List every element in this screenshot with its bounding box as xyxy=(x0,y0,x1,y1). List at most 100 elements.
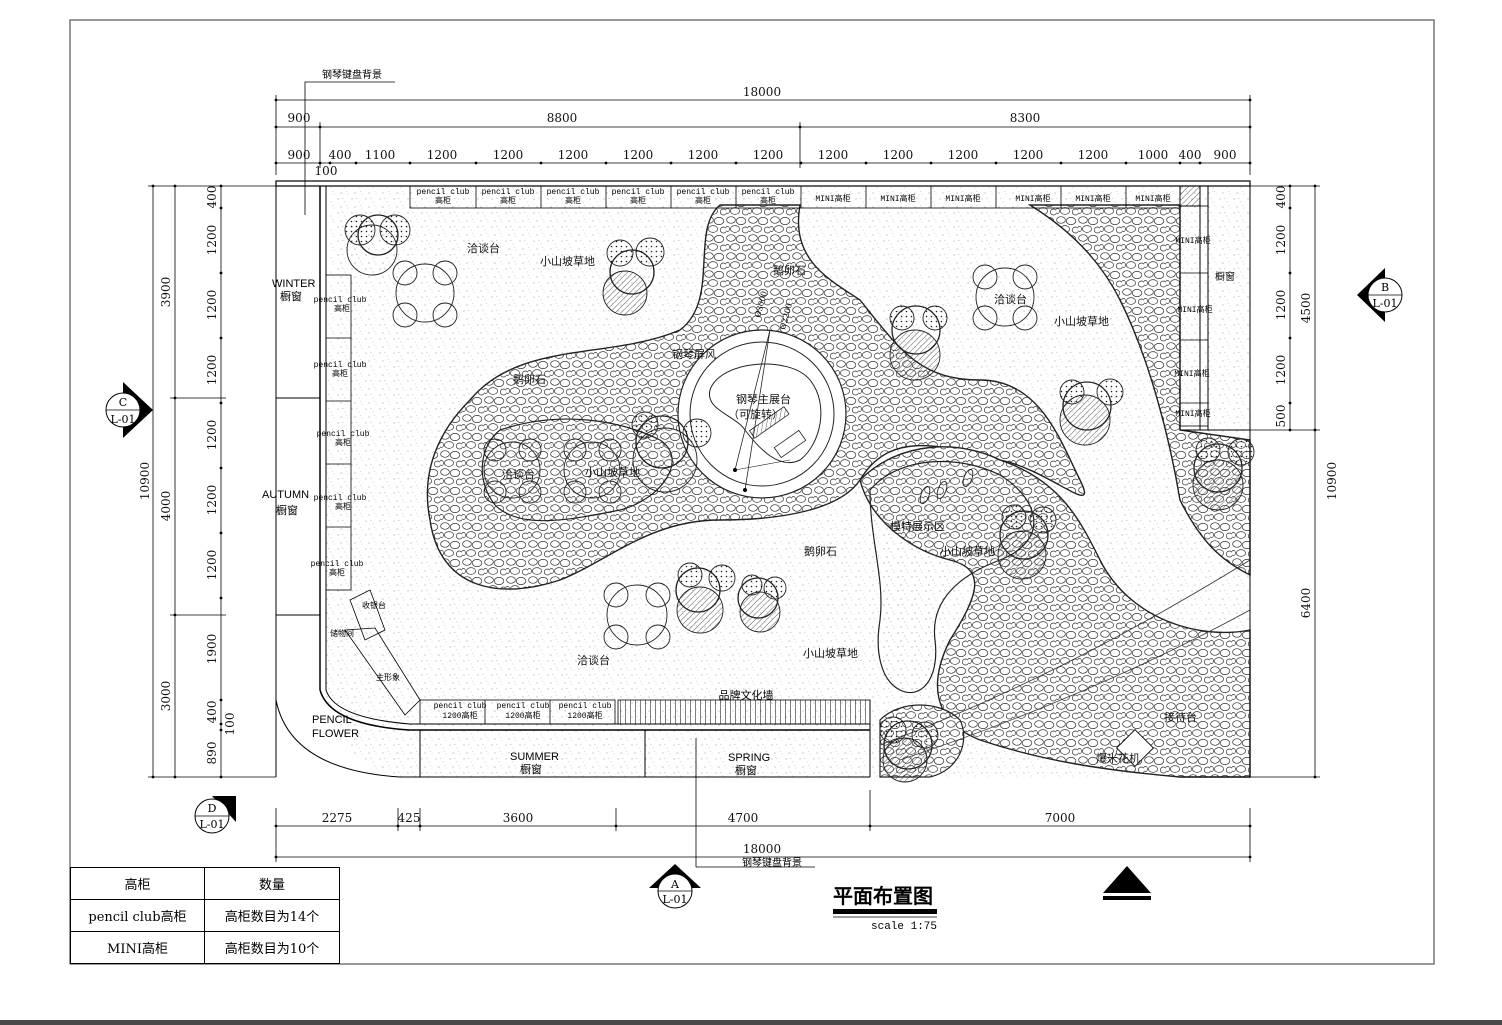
bottom-cabinet-labels: pencil club 1200高柜 pencil club 1200高柜 pe… xyxy=(434,702,612,721)
tree-cluster-5 xyxy=(1059,378,1124,446)
dim-left-detail-8: 1900 xyxy=(205,634,219,665)
dim-left-detail-5: 1200 xyxy=(205,420,219,451)
dim-top-mid-3: 8300 xyxy=(1010,111,1041,125)
dim-left-detail-2: 1200 xyxy=(205,225,219,256)
section-b-ref: L-01 xyxy=(1372,297,1397,310)
section-c-ref: L-01 xyxy=(110,413,135,426)
pebble-label-1: 鹅卵石 xyxy=(773,263,806,277)
left-pencil-cab-4: pencil club xyxy=(314,494,367,503)
dimension-ticks xyxy=(151,98,1317,859)
section-d-letter: D xyxy=(208,802,217,815)
storage-label: 储物间 xyxy=(330,628,354,638)
dim-left-detail-7: 1200 xyxy=(205,550,219,581)
dim-right-detail-5: 500 xyxy=(1274,405,1288,428)
dim-top-detail-17: 900 xyxy=(1214,148,1237,162)
popcorn-machine xyxy=(1115,728,1155,768)
main-cabinet-label: 主形象 xyxy=(376,672,400,682)
dim-top-detail-2: 400 xyxy=(329,148,352,162)
tree-cluster-4 xyxy=(889,305,948,381)
top-cabinet-labels: pencil club 高柜 pencil club 高柜 pencil clu… xyxy=(417,188,1171,206)
dim-top-total: 18000 xyxy=(743,85,781,99)
left-pencil-cab-2: pencil club xyxy=(314,361,367,370)
rotatable-label: （可旋转） xyxy=(728,407,783,421)
dim-right-detail-1: 400 xyxy=(1274,186,1288,209)
dim-top-detail-3: 1100 xyxy=(365,148,396,162)
dim-left-detail-1: 400 xyxy=(205,186,219,209)
dim-left-detail-3: 1200 xyxy=(205,290,219,321)
tree-cluster-2 xyxy=(602,237,665,316)
winter-window-cn: 橱窗 xyxy=(280,289,302,303)
dim-top-detail-12: 1200 xyxy=(948,148,979,162)
lawn-label-5: 小山坡草地 xyxy=(803,647,858,660)
dim-top-detail-16: 400 xyxy=(1179,148,1202,162)
window-labels: WINTER 橱窗 AUTUMN 橱窗 PENCIL FLOWER SUMMER… xyxy=(262,278,770,777)
legend-table: 高柜 数量 pencil club高柜 高柜数目为14个 MINI高柜 高柜数目… xyxy=(70,867,340,964)
dim-top-detail-9: 1200 xyxy=(753,148,784,162)
dim-left-mid-2: 4000 xyxy=(159,491,173,522)
negotiation-label-3: 洽谈台 xyxy=(502,467,535,481)
legend-row-1-qty: 高柜数目为14个 xyxy=(204,899,340,932)
top-mini-cab-1: MINI高柜 xyxy=(815,193,850,204)
dim-bottom-4: 4700 xyxy=(728,811,759,825)
pebble-label-2: 鹅卵石 xyxy=(513,372,546,386)
bottom-pencil-cab-2: pencil club xyxy=(497,702,550,711)
brand-wall-label: 品牌文化墙 xyxy=(719,688,774,702)
top-mini-cab-5: MINI高柜 xyxy=(1075,193,1110,204)
top-mini-cab-3: MINI高柜 xyxy=(945,193,980,204)
top-pencil-cab-1-sub: 高柜 xyxy=(435,195,451,206)
bottom-cabinet-row xyxy=(419,699,871,725)
dim-top-detail-8: 1200 xyxy=(688,148,719,162)
dim-top-detail-6: 1200 xyxy=(558,148,589,162)
right-mini-cab-2: MINI高柜 xyxy=(1177,304,1212,315)
right-cabinet-labels: MINI高柜 MINI高柜 MINI高柜 MINI高柜 xyxy=(1174,235,1212,419)
popcorn-label: 爆米花机 xyxy=(1096,751,1140,765)
negotiation-label-4: 洽谈台 xyxy=(577,653,610,667)
dim-bottom-2: 425 xyxy=(398,811,421,825)
dimension-lines xyxy=(148,95,1320,862)
spring-label: SPRING xyxy=(728,752,770,764)
dimension-text: 18000 900 8800 8300 900 400 1100 1200 12… xyxy=(288,85,1237,856)
dim-top-detail-11: 1200 xyxy=(883,148,914,162)
tree-cluster-7 xyxy=(1192,437,1255,511)
table-group-1 xyxy=(392,260,458,328)
dim-left-detail-9: 400 xyxy=(205,701,219,724)
north-arrow-icon xyxy=(1103,866,1151,900)
dim-top-small: 100 xyxy=(315,164,338,178)
section-b-letter: B xyxy=(1381,281,1389,294)
legend-header-row: 高柜 数量 xyxy=(70,867,340,900)
model-mannequins xyxy=(919,468,974,505)
left-pencil-cab-2-sub: 高柜 xyxy=(332,368,348,379)
table-group-3 xyxy=(483,438,622,504)
top-mini-cab-6: MINI高柜 xyxy=(1135,193,1170,204)
bottom-pencil-cab-2-sub: 1200高柜 xyxy=(505,710,540,721)
top-pencil-cab-5: pencil club xyxy=(677,188,730,197)
dim-top-mid-2: 8800 xyxy=(547,111,578,125)
left-pencil-cab-1-sub: 高柜 xyxy=(334,303,350,314)
table-group-2 xyxy=(972,264,1038,331)
dim-right-mid-1: 4500 xyxy=(1299,293,1313,324)
lawn-label-3: 小山坡草地 xyxy=(585,466,640,479)
pencil-flower-line2: FLOWER xyxy=(312,728,359,740)
left-pencil-cab-3: pencil club xyxy=(317,430,370,439)
lawn-label-2: 小山坡草地 xyxy=(1054,315,1109,328)
bottom-pencil-cab-1: pencil club xyxy=(434,702,487,711)
reception-label: 接待台 xyxy=(1164,710,1197,724)
dim-top-mid-1: 900 xyxy=(288,111,311,125)
dim-top-detail-14: 1200 xyxy=(1078,148,1109,162)
dim-bottom-5: 7000 xyxy=(1045,811,1076,825)
top-pencil-cab-1: pencil club xyxy=(417,188,470,197)
pebble-label-3: 鹅卵石 xyxy=(804,544,837,558)
section-marker-b: B L-01 xyxy=(1357,268,1403,322)
cashier-label: 收银台 xyxy=(362,600,386,610)
section-a-ref: L-01 xyxy=(662,893,687,906)
left-pencil-cab-5-sub: 高柜 xyxy=(329,567,345,578)
top-pencil-cab-3: pencil club xyxy=(547,188,600,197)
left-cabinet-labels: pencil club 高柜 pencil club 高柜 pencil clu… xyxy=(311,296,370,578)
top-mini-cab-4: MINI高柜 xyxy=(1015,193,1050,204)
bottom-edge-strip xyxy=(0,1020,1502,1025)
dim-bottom-total: 18000 xyxy=(743,842,781,856)
dim-top-detail-15: 1000 xyxy=(1138,148,1169,162)
right-mini-cab-1: MINI高柜 xyxy=(1175,235,1210,246)
legend-row-1-item: pencil club高柜 xyxy=(70,899,205,932)
